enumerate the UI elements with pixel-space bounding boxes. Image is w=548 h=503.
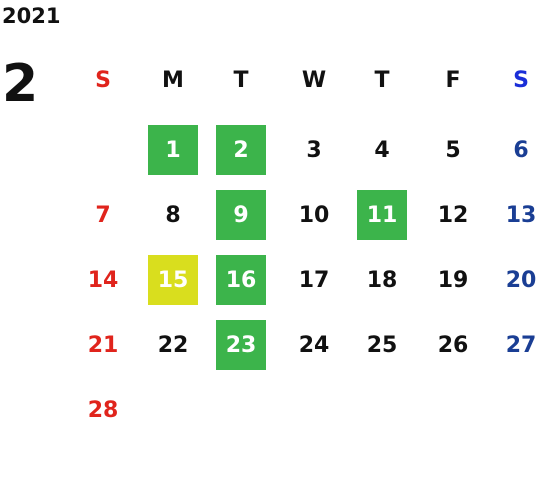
day-cell-25[interactable]: 25 [366,332,398,358]
day-cell-18[interactable]: 18 [366,267,398,293]
day-cell-26[interactable]: 26 [437,332,469,358]
weekday-header-tue: T [233,67,249,93]
day-cell-20[interactable]: 20 [505,267,537,293]
weekday-header-mon: M [162,67,184,93]
day-cell-17[interactable]: 17 [298,267,330,293]
day-cell-10[interactable]: 10 [298,202,330,228]
day-cell-12[interactable]: 12 [437,202,469,228]
day-cell-28[interactable]: 28 [87,397,119,423]
weekday-header-sat: S [513,67,529,93]
weekday-header-thu: T [374,67,390,93]
day-cell-4[interactable]: 4 [374,137,390,163]
weekday-header-sun: S [95,67,111,93]
year-label: 2021 [2,4,61,28]
day-cell-6[interactable]: 6 [513,137,529,163]
day-cell-8[interactable]: 8 [165,202,181,228]
day-cell-27[interactable]: 27 [505,332,537,358]
day-cell-21[interactable]: 21 [87,332,119,358]
weekday-header-fri: F [445,67,461,93]
day-cell-16[interactable]: 16 [216,255,266,305]
day-cell-1[interactable]: 1 [148,125,198,175]
day-cell-5[interactable]: 5 [445,137,461,163]
month-number: 2 [2,54,39,114]
day-cell-2[interactable]: 2 [216,125,266,175]
day-cell-24[interactable]: 24 [298,332,330,358]
day-cell-22[interactable]: 22 [157,332,189,358]
weekday-header-wed: W [301,67,327,93]
day-cell-9[interactable]: 9 [216,190,266,240]
day-cell-14[interactable]: 14 [87,267,119,293]
day-cell-7[interactable]: 7 [95,202,111,228]
day-cell-11[interactable]: 11 [357,190,407,240]
day-cell-23[interactable]: 23 [216,320,266,370]
day-cell-13[interactable]: 13 [505,202,537,228]
day-cell-3[interactable]: 3 [306,137,322,163]
day-cell-19[interactable]: 19 [437,267,469,293]
day-cell-15[interactable]: 15 [148,255,198,305]
